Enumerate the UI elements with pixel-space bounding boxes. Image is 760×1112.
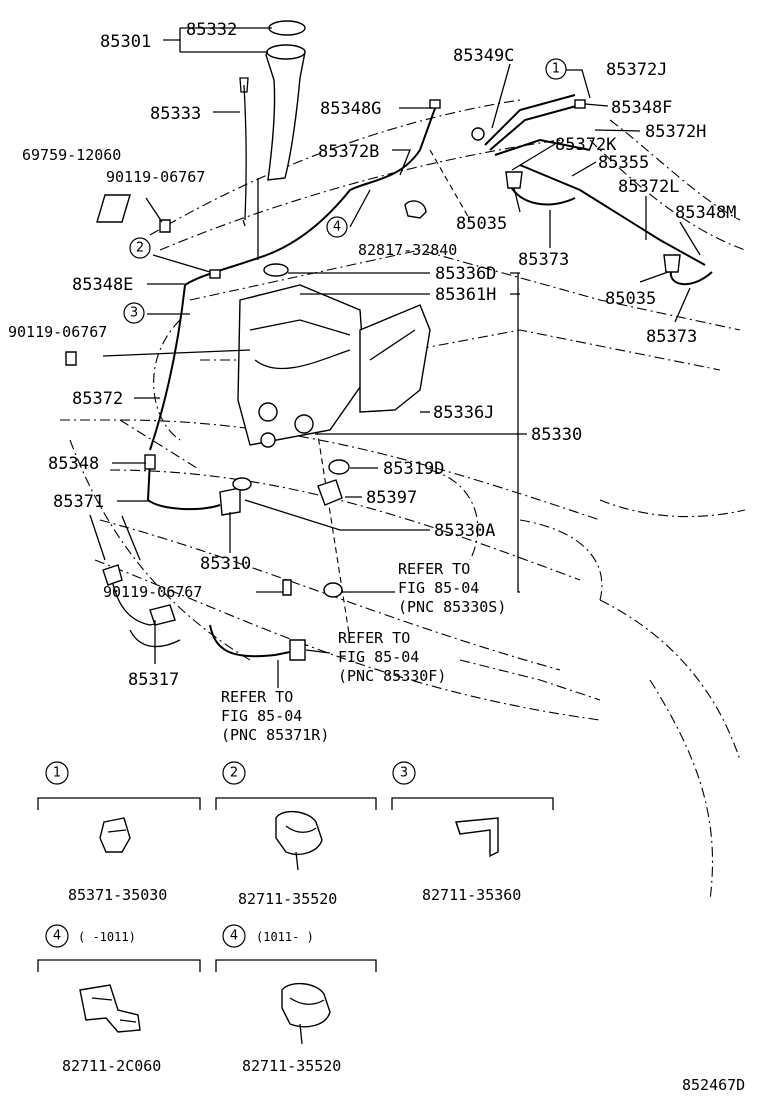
callout-markers: 1 2 3 4 bbox=[123, 58, 567, 324]
label-85348F: 85348F bbox=[611, 98, 672, 118]
detail-4b-part: 82711-35520 bbox=[242, 1057, 341, 1075]
washer-tank bbox=[237, 263, 431, 448]
label-85397: 85397 bbox=[366, 488, 417, 508]
detail-3-part: 82711-35360 bbox=[422, 886, 521, 904]
label-85333: 85333 bbox=[150, 104, 201, 124]
label-85348M: 85348M bbox=[675, 203, 736, 223]
label-85349C: 85349C bbox=[453, 46, 514, 66]
callout-1 bbox=[545, 58, 567, 80]
detail-2-marker: 2 bbox=[230, 766, 238, 781]
label-90119-06767-bot: 90119-06767 bbox=[103, 583, 202, 601]
callout-2-label: 2 bbox=[136, 241, 144, 256]
label-85319D: 85319D bbox=[383, 459, 444, 479]
detail-panel-1: 1 85371-35030 bbox=[37, 761, 201, 904]
detail-3-marker: 3 bbox=[400, 766, 408, 781]
label-85330: 85330 bbox=[531, 425, 582, 445]
detail-1-marker: 1 bbox=[53, 766, 61, 781]
label-85372B: 85372B bbox=[318, 142, 379, 162]
label-85373-a: 85373 bbox=[518, 250, 569, 270]
detail-4b-range: (1011- ) bbox=[256, 930, 314, 944]
refer-note-2-line3: (PNC 85330F) bbox=[338, 667, 446, 685]
callout-1-label: 1 bbox=[552, 62, 560, 77]
label-82817-32840: 82817-32840 bbox=[358, 241, 457, 259]
label-85317: 85317 bbox=[128, 670, 179, 690]
detail-4a-part: 82711-2C060 bbox=[62, 1057, 161, 1075]
label-69759-12060: 69759-12060 bbox=[22, 146, 121, 164]
detail-panel-2: 2 82711-35520 bbox=[215, 761, 377, 908]
refer-note-3-line2: FIG 85-04 bbox=[221, 707, 302, 725]
refer-note-2-line1: REFER TO bbox=[338, 629, 410, 647]
label-85336J: 85336J bbox=[433, 403, 494, 423]
label-85373-b: 85373 bbox=[646, 327, 697, 347]
callout-2 bbox=[129, 237, 151, 259]
detail-4b-marker: 4 bbox=[230, 929, 238, 944]
refer-note-1-line1: REFER TO bbox=[398, 560, 470, 578]
label-90119-06767-top: 90119-06767 bbox=[106, 168, 205, 186]
refer-note-3-line1: REFER TO bbox=[221, 688, 293, 706]
callout-4 bbox=[326, 216, 348, 238]
label-85355: 85355 bbox=[598, 153, 649, 173]
callout-4-label: 4 bbox=[333, 220, 341, 235]
label-85330A: 85330A bbox=[434, 521, 495, 541]
diagram-id: 852467D bbox=[682, 1076, 745, 1094]
label-85372L: 85372L bbox=[618, 177, 679, 197]
label-85035-a: 85035 bbox=[456, 214, 507, 234]
body-outline bbox=[60, 99, 746, 901]
hose-routing bbox=[65, 94, 713, 661]
refer-note-2-line2: FIG 85-04 bbox=[338, 648, 419, 666]
label-85035-b: 85035 bbox=[605, 289, 656, 309]
detail-4a-range: ( -1011) bbox=[78, 930, 136, 944]
callout-3-label: 3 bbox=[130, 306, 138, 321]
label-85372J: 85372J bbox=[606, 60, 667, 80]
detail-panel-4b: 4 (1011- ) 82711-35520 bbox=[215, 924, 377, 1075]
label-85372: 85372 bbox=[72, 389, 123, 409]
detail-panel-3: 3 82711-35360 bbox=[391, 761, 554, 904]
part-labels: 85301 85332 85333 69759-12060 90119-0676… bbox=[8, 20, 736, 690]
label-85371: 85371 bbox=[53, 492, 104, 512]
refer-note-1-line3: (PNC 85330S) bbox=[398, 598, 506, 616]
filler-assembly bbox=[239, 20, 306, 260]
label-85361H: 85361H bbox=[435, 285, 496, 305]
label-85372K: 85372K bbox=[555, 135, 617, 155]
label-90119-06767-mid: 90119-06767 bbox=[8, 323, 107, 341]
detail-4a-marker: 4 bbox=[53, 929, 61, 944]
label-85336D: 85336D bbox=[435, 264, 496, 284]
label-85348E: 85348E bbox=[72, 275, 133, 295]
refer-note-3-line3: (PNC 85371R) bbox=[221, 726, 329, 744]
label-85332: 85332 bbox=[186, 20, 237, 40]
detail-panel-4a: 4 ( -1011) 82711-2C060 bbox=[37, 924, 201, 1075]
leader-lines bbox=[89, 27, 701, 688]
detail-2-part: 82711-35520 bbox=[238, 890, 337, 908]
label-85348: 85348 bbox=[48, 454, 99, 474]
detail-1-part: 85371-35030 bbox=[68, 886, 167, 904]
refer-note-1-line2: FIG 85-04 bbox=[398, 579, 479, 597]
refer-notes: REFER TO FIG 85-04 (PNC 85330S) REFER TO… bbox=[221, 560, 506, 744]
callout-3 bbox=[123, 302, 145, 324]
label-85310: 85310 bbox=[200, 554, 251, 574]
label-85372H: 85372H bbox=[645, 122, 706, 142]
label-85301: 85301 bbox=[100, 32, 151, 52]
label-85348G: 85348G bbox=[320, 99, 381, 119]
